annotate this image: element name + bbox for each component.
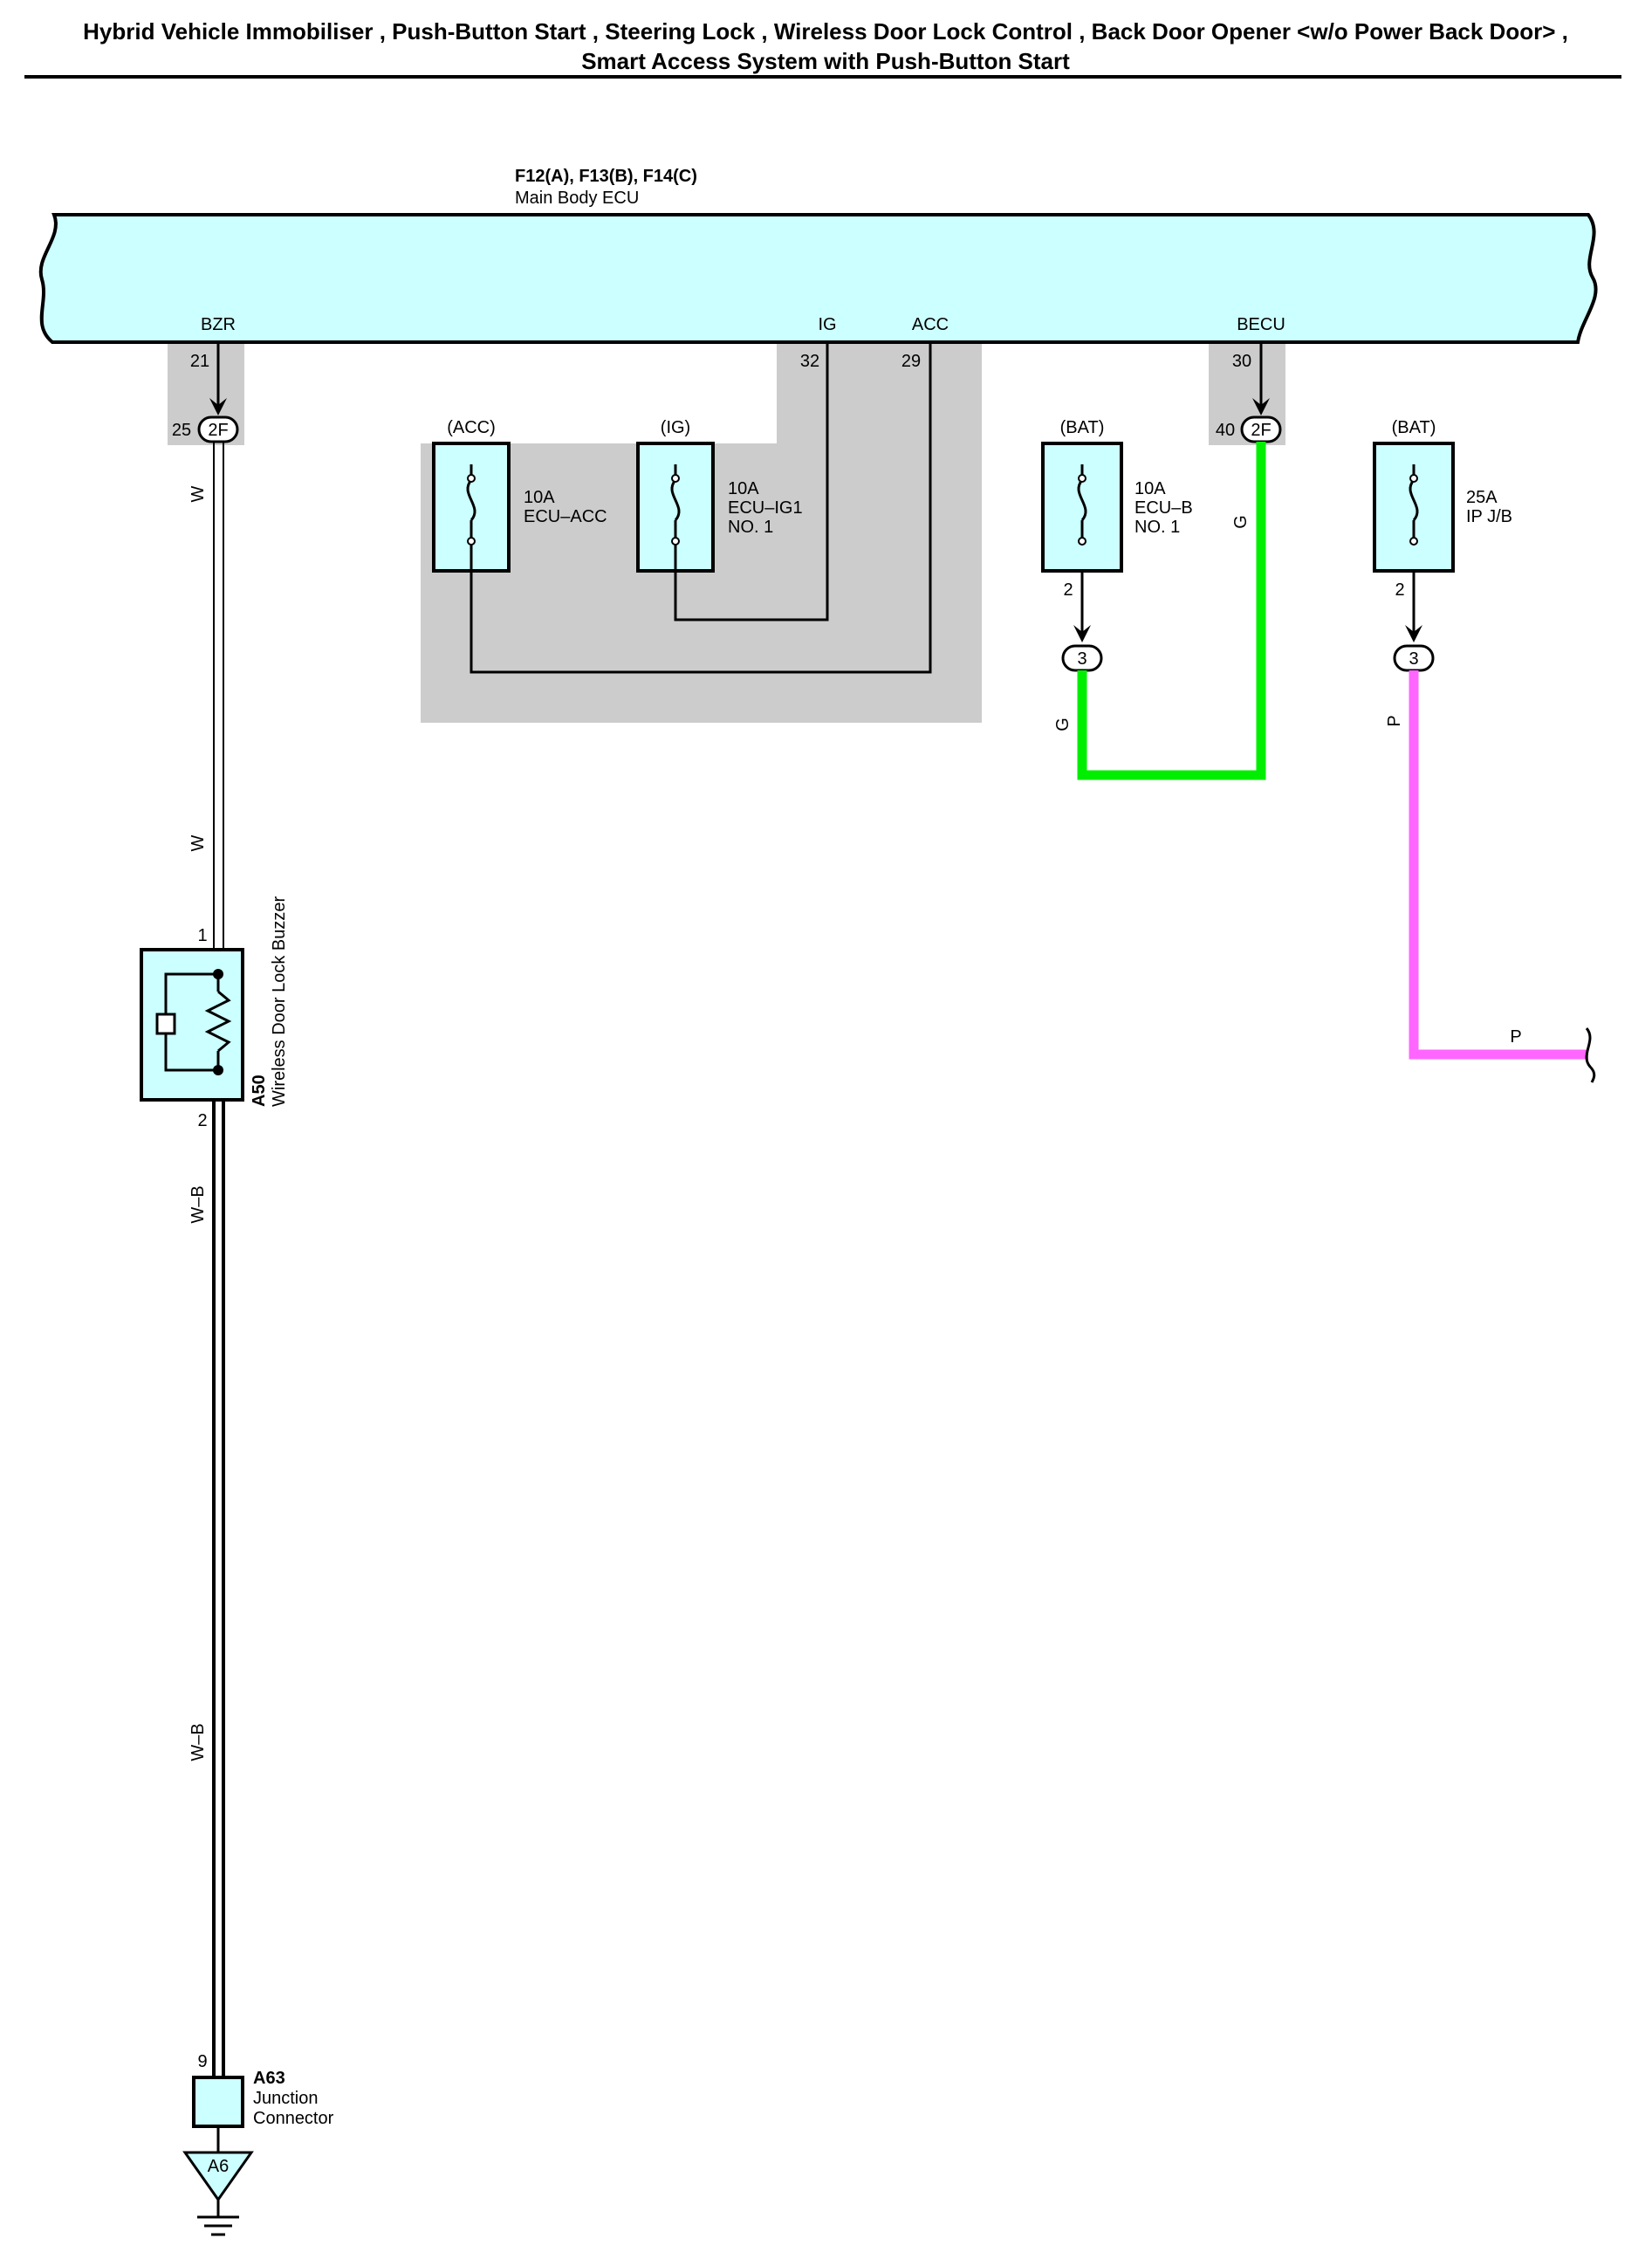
fuse-ecub-supply: (BAT) (1060, 418, 1105, 437)
arrow-ecub (1073, 625, 1091, 642)
wire-color-p-horizontal: P (1510, 1027, 1521, 1047)
arrow-bzr (209, 398, 227, 415)
pin-acc: 29 (901, 352, 921, 371)
wire-color-g-ecu: G (1231, 515, 1251, 529)
junction-connector-name-line1: Junction (253, 2089, 319, 2108)
diagram-title-line1: Hybrid Vehicle Immobiliser , Push-Button… (83, 18, 1568, 45)
arrow-becu (1252, 398, 1270, 415)
fuse-icon (1409, 479, 1419, 521)
wire-color-p-vertical: P (1385, 715, 1404, 726)
junction-connector-pin: 9 (197, 2052, 207, 2071)
buzzer-pin-out: 2 (197, 1111, 207, 1130)
wire-color-w-upper: W (189, 485, 208, 502)
ecu-name-label: Main Body ECU (515, 189, 639, 208)
shade-ig-acc-connector (777, 342, 982, 445)
fuse-ecub-node-bottom (1078, 537, 1086, 546)
fuse-ipjb-name: IP J/B (1466, 507, 1512, 526)
fuse-ig-node-bottom (671, 537, 680, 546)
fuse-ecub-rating: 10A (1134, 479, 1166, 498)
wire-color-w-lower: W (189, 834, 208, 851)
fuse-ig-supply: (IG) (661, 418, 690, 437)
header-rule (24, 75, 1621, 79)
continuation-break-icon (1585, 1027, 1596, 1083)
arrow-ipjb (1405, 625, 1422, 642)
junction-3-ipjb-id: 3 (1409, 649, 1418, 669)
fuse-ipjb-rating: 25A (1466, 488, 1498, 507)
terminal-label-becu: BECU (1237, 315, 1285, 334)
ground-id: A6 (208, 2157, 229, 2176)
fuse-icon (1077, 479, 1087, 521)
pin-bzr: 21 (190, 352, 209, 371)
terminal-label-bzr: BZR (201, 315, 236, 334)
junction-2f-bzr (197, 415, 239, 443)
junction-2f-becu-pin: 40 (1216, 421, 1235, 440)
fuse-ig-rating: 10A (728, 479, 759, 498)
terminal-label-acc: ACC (912, 315, 949, 334)
ground-point-a6 (182, 2151, 254, 2202)
wire-color-wb-upper: W–B (189, 1185, 208, 1223)
diagram-title-line2: Smart Access System with Push-Button Sta… (581, 48, 1070, 74)
main-body-ecu (38, 213, 1598, 344)
fuse-ipjb-node-bottom (1409, 537, 1418, 546)
buzzer-element-icon (155, 1013, 176, 1035)
fuse-ipjb-supply: (BAT) (1392, 418, 1436, 437)
pin-ig: 32 (800, 352, 819, 371)
fuse-ecub-node-top (1078, 474, 1086, 483)
wire-pink-p (1409, 670, 1588, 1060)
fuse-ig-name: ECU–IG1 (728, 498, 803, 518)
fuse-ecub-name-2: NO. 1 (1134, 518, 1180, 537)
junction-2f-bzr-id: 2F (208, 421, 228, 440)
buzzer-id: A50 (250, 1075, 269, 1107)
junction-connector-id: A63 (253, 2069, 285, 2088)
fuse-ig-node-top (671, 474, 680, 483)
fuse-acc-node-bottom (467, 537, 476, 546)
fuse-acc-supply: (ACC) (447, 418, 496, 437)
junction-2f-becu-id: 2F (1251, 421, 1271, 440)
fuse-icon (670, 479, 681, 521)
buzzer-node-top (213, 969, 223, 979)
wire-color-wb-lower: W–B (189, 1723, 208, 1761)
wire-color-g-fuse: G (1053, 717, 1073, 731)
ecu-connectors-label: F12(A), F13(B), F14(C) (515, 167, 697, 186)
fuse-acc-name: ECU–ACC (524, 507, 607, 526)
fuse-icon (466, 479, 476, 521)
junction-connector-name-line2: Connector (253, 2109, 334, 2128)
fuse-ecu-b (1041, 442, 1123, 573)
pin-becu: 30 (1232, 352, 1251, 371)
fuse-ig-name-2: NO. 1 (728, 518, 773, 537)
buzzer-resistor-icon (204, 990, 232, 1053)
fuse-ipjb-out-pin: 2 (1395, 580, 1404, 600)
wire-ig (674, 342, 829, 621)
junction-2f-bzr-pin: 25 (172, 421, 191, 440)
fuse-ecub-name: ECU–B (1134, 498, 1193, 518)
fuse-ipjb-node-top (1409, 474, 1418, 483)
buzzer-pin-in: 1 (197, 926, 207, 945)
wire-acc (470, 342, 932, 674)
terminal-label-ig: IG (818, 315, 836, 334)
junction-connector-a63 (192, 2076, 244, 2128)
wire-green-g (1077, 442, 1266, 780)
buzzer-node-bottom (213, 1065, 223, 1075)
fuse-ecub-out-pin: 2 (1063, 580, 1073, 600)
fuse-acc-node-top (467, 474, 476, 483)
junction-3-ecub-id: 3 (1077, 649, 1086, 669)
buzzer-name: Wireless Door Lock Buzzer (270, 896, 289, 1107)
fuse-ip-jb (1373, 442, 1455, 573)
fuse-acc-rating: 10A (524, 488, 555, 507)
